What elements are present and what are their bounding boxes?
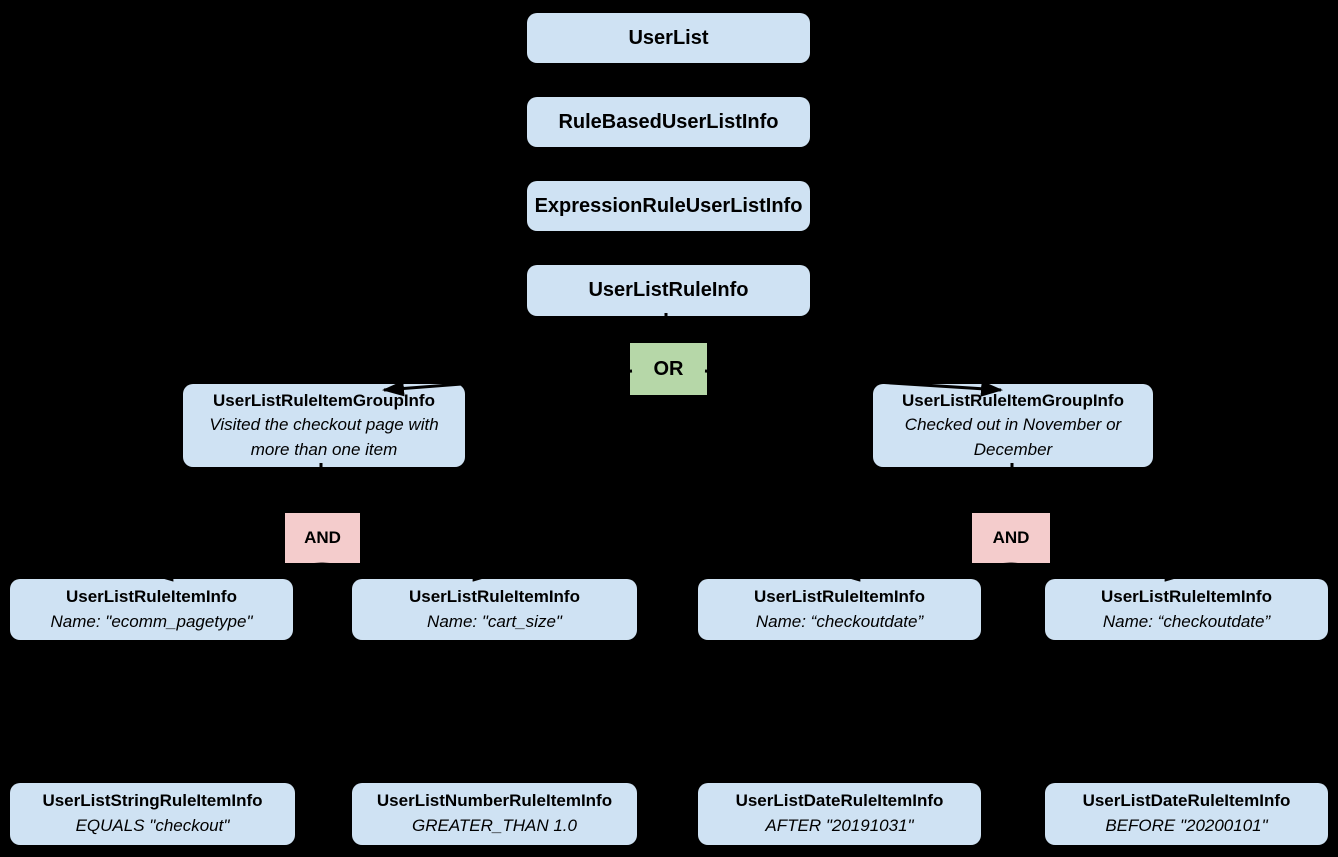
node-rule-item-3: UserListRuleItemInfo Name: “checkoutdate… — [698, 579, 981, 640]
node-user-list-rule-info-label: UserListRuleInfo — [588, 279, 749, 301]
node-group-left-subtitle: Visited the checkout page with more than… — [209, 415, 439, 459]
node-rule-item-1: UserListRuleItemInfo Name: "ecomm_pagety… — [10, 579, 293, 640]
node-user-list-rule-info: UserListRuleInfo — [527, 265, 810, 316]
and-operator-left: AND — [285, 513, 360, 563]
node-rule-based-user-list-info: RuleBasedUserListInfo — [527, 97, 810, 147]
node-leaf-date-rule-item-before-title: UserListDateRuleItemInfo — [1082, 791, 1291, 811]
node-expression-rule-user-list-info-label: ExpressionRuleUserListInfo — [534, 194, 803, 217]
node-leaf-string-rule-item-title: UserListStringRuleItemInfo — [42, 791, 263, 811]
node-group-right-title: UserListRuleItemGroupInfo — [902, 390, 1124, 410]
node-leaf-date-rule-item-after: UserListDateRuleItemInfo AFTER "20191031… — [698, 783, 981, 845]
node-leaf-number-rule-item: UserListNumberRuleItemInfo GREATER_THAN … — [352, 783, 637, 845]
or-operator: OR — [630, 343, 707, 395]
node-rule-item-2-subtitle: Name: "cart_size" — [427, 611, 562, 631]
node-expression-rule-user-list-info: ExpressionRuleUserListInfo — [527, 181, 810, 231]
and-operator-right-label: AND — [992, 527, 1030, 547]
node-rule-item-1-subtitle: Name: "ecomm_pagetype" — [50, 611, 253, 631]
node-group-right: UserListRuleItemGroupInfo Checked out in… — [873, 384, 1153, 467]
node-leaf-number-rule-item-title: UserListNumberRuleItemInfo — [376, 791, 613, 811]
node-leaf-string-rule-item-subtitle: EQUALS "checkout" — [75, 816, 230, 835]
node-rule-item-4-title: UserListRuleItemInfo — [1101, 586, 1272, 606]
and-operator-left-label: AND — [304, 527, 341, 547]
or-operator-label: OR — [653, 357, 684, 380]
node-rule-item-3-subtitle: Name: “checkoutdate” — [755, 611, 924, 631]
node-leaf-date-rule-item-before: UserListDateRuleItemInfo BEFORE "2020010… — [1045, 783, 1328, 845]
node-userlist-label: UserList — [628, 26, 709, 49]
node-rule-item-2-title: UserListRuleItemInfo — [409, 586, 580, 606]
node-group-left-title: UserListRuleItemGroupInfo — [213, 390, 435, 410]
node-rule-item-4: UserListRuleItemInfo Name: “checkoutdate… — [1045, 579, 1328, 640]
node-rule-item-4-subtitle: Name: “checkoutdate” — [1102, 611, 1271, 631]
node-leaf-string-rule-item: UserListStringRuleItemInfo EQUALS "check… — [10, 783, 295, 845]
node-leaf-date-rule-item-before-subtitle: BEFORE "20200101" — [1105, 816, 1268, 835]
node-leaf-date-rule-item-after-subtitle: AFTER "20191031" — [765, 816, 914, 835]
node-rule-item-3-title: UserListRuleItemInfo — [754, 586, 925, 606]
node-leaf-number-rule-item-subtitle: GREATER_THAN 1.0 — [411, 816, 577, 835]
node-group-left: UserListRuleItemGroupInfo Visited the ch… — [183, 384, 465, 467]
node-rule-based-user-list-info-label: RuleBasedUserListInfo — [558, 110, 779, 133]
node-group-right-subtitle: Checked out in November or December — [904, 415, 1122, 459]
node-userlist: UserList — [527, 13, 810, 63]
node-rule-item-2: UserListRuleItemInfo Name: "cart_size" — [352, 579, 637, 640]
node-rule-item-1-title: UserListRuleItemInfo — [66, 586, 237, 606]
node-leaf-date-rule-item-after-title: UserListDateRuleItemInfo — [735, 791, 944, 811]
and-operator-right: AND — [972, 513, 1050, 563]
